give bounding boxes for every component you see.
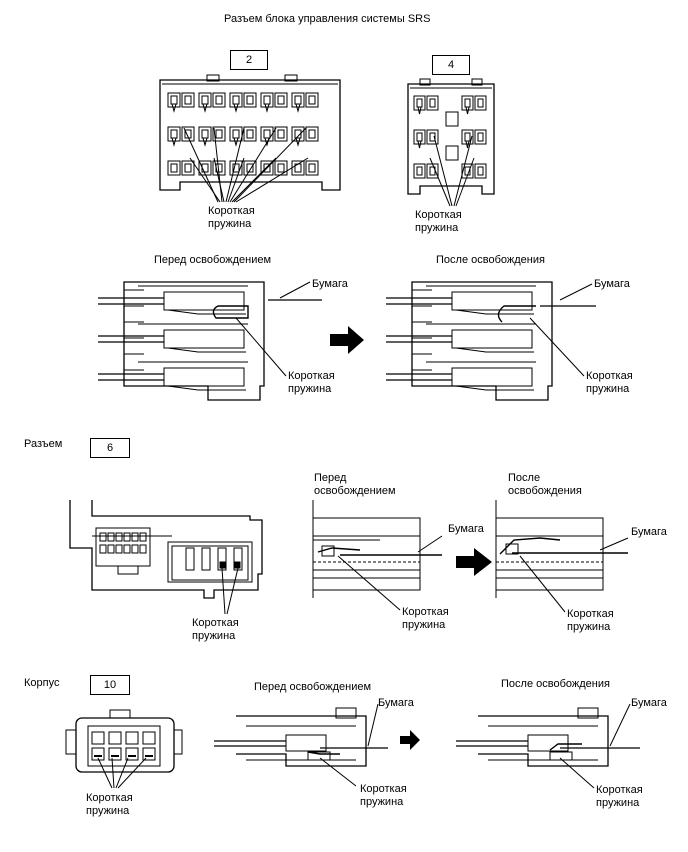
section-label-housing: Корпус bbox=[24, 677, 60, 689]
before-release-title-3: Перед освобождением bbox=[254, 681, 372, 693]
after-release-title-1: После освобождения bbox=[436, 254, 545, 266]
short-spring-label-mid-b: пружина bbox=[288, 383, 332, 395]
paper-label-2: Бумага bbox=[594, 278, 630, 290]
before-release-title-2b: освобождением bbox=[314, 485, 396, 497]
connector-4-leaders bbox=[429, 135, 475, 207]
before-release-title-2a: Перед bbox=[314, 472, 347, 484]
paper-label-1: Бумага bbox=[312, 278, 348, 290]
short-spring-label-10-before-b: пружина bbox=[360, 796, 404, 808]
page-title: Разъем блока управления системы SRS bbox=[224, 13, 431, 25]
connector-number-10: 10 bbox=[90, 675, 130, 695]
arrow-icon-3 bbox=[400, 730, 420, 750]
after-release-title-2a: После bbox=[508, 472, 541, 484]
connector-4-drawing bbox=[407, 78, 495, 195]
paper-label-5: Бумага bbox=[378, 697, 414, 709]
section-label-connector: Разъем bbox=[24, 438, 63, 450]
short-spring-label-mid-after-b: пружина bbox=[586, 383, 630, 395]
arrow-icon-2 bbox=[456, 548, 492, 576]
short-spring-label-6-after-a: Короткая bbox=[567, 608, 614, 620]
short-spring-label-6-before-b: пружина bbox=[402, 619, 446, 631]
paper-label-4: Бумага bbox=[631, 526, 667, 538]
connector-2-leaders bbox=[183, 127, 309, 203]
short-spring-label-10a: Короткая bbox=[86, 792, 133, 804]
cross-section-before-1 bbox=[98, 281, 265, 401]
arrow-icon bbox=[330, 326, 364, 354]
short-spring-label-mid-a: Короткая bbox=[288, 370, 335, 382]
short-spring-label-10-before-a: Короткая bbox=[360, 783, 407, 795]
short-spring-label-6-after-b: пружина bbox=[567, 621, 611, 633]
connector-4-cells bbox=[413, 95, 487, 179]
short-spring-label-10-after-b: пружина bbox=[596, 797, 640, 809]
short-spring-label-4b: пружина bbox=[415, 222, 459, 234]
cross-section-after-1 bbox=[386, 281, 553, 401]
after-release-title-3: После освобождения bbox=[501, 678, 610, 690]
short-spring-label-6b: пружина bbox=[192, 630, 236, 642]
connector-2-cells bbox=[167, 92, 319, 176]
short-spring-label-6a: Короткая bbox=[192, 617, 239, 629]
short-spring-label-10-after-a: Короткая bbox=[596, 784, 643, 796]
paper-label-3: Бумага bbox=[448, 523, 484, 535]
cross-section-6-after bbox=[495, 500, 629, 613]
connector-6-drawing bbox=[69, 500, 263, 599]
cross-section-6-before bbox=[312, 500, 443, 611]
cross-section-10-after bbox=[456, 707, 609, 767]
short-spring-label-6-before-a: Короткая bbox=[402, 606, 449, 618]
after-release-title-2b: освобождения bbox=[508, 485, 582, 497]
connector-10-leaders bbox=[97, 757, 147, 789]
before-release-title-1: Перед освобождением bbox=[154, 254, 272, 266]
short-spring-label-4a: Короткая bbox=[415, 209, 462, 221]
short-spring-label-10b: пружина bbox=[86, 805, 130, 817]
connector-2-drawing bbox=[159, 74, 341, 191]
connector-number-6: 6 bbox=[90, 438, 130, 458]
short-spring-label-mid-after-a: Короткая bbox=[586, 370, 633, 382]
short-spring-label-2a: Короткая bbox=[208, 205, 255, 217]
connector-number-4: 4 bbox=[432, 55, 470, 75]
connector-number-2: 2 bbox=[230, 50, 268, 70]
connector-10-drawing bbox=[65, 709, 183, 773]
connector-6-leaders bbox=[221, 567, 239, 615]
cross-section-10-before bbox=[214, 707, 367, 767]
short-spring-label-2b: пружина bbox=[208, 218, 252, 230]
paper-label-6: Бумага bbox=[631, 697, 667, 709]
